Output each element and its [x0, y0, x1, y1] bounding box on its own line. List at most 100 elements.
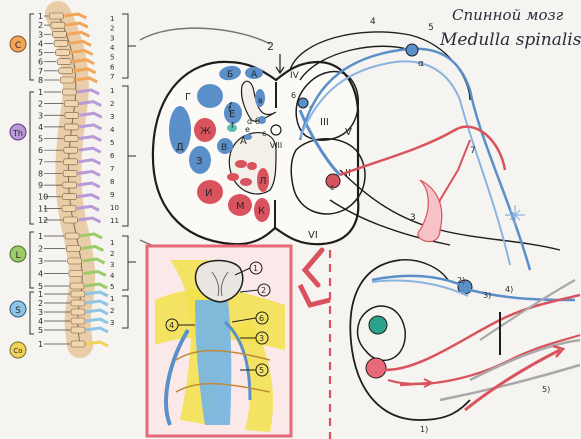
vertebra-body: [71, 341, 85, 347]
vertebra-body: [62, 205, 76, 211]
nerve-number: 4: [110, 126, 115, 134]
vertebra-number: 3: [38, 30, 43, 39]
segment-labels: C Th L S Co: [10, 14, 34, 358]
vertebra-number: 11: [38, 204, 48, 213]
vertebra-number: 12: [38, 216, 48, 225]
vertebra-body: [64, 217, 78, 223]
vertebra-body: [57, 59, 71, 65]
vertebra-body: [64, 136, 78, 142]
vertebra-body: [63, 159, 77, 165]
svg-text:7: 7: [470, 146, 476, 156]
vertebra-body: [54, 40, 68, 46]
svg-text:f: f: [231, 121, 234, 130]
label-v: V: [345, 127, 352, 138]
svg-text:6: 6: [259, 314, 264, 323]
cord-cross-section: Б А Г Е Д Ж З В А И М К Л f в б d e c f …: [153, 62, 358, 244]
vertebra-number: 1: [38, 340, 43, 349]
nerve-number: 8: [110, 178, 114, 186]
vertebra-number: 4: [38, 317, 43, 326]
svg-text:6: 6: [291, 91, 296, 100]
sensory-neuron-body: [406, 44, 418, 56]
vertebra-body: [66, 246, 80, 252]
thoracic-badge-label: Th: [12, 129, 23, 138]
svg-text:Г: Г: [185, 92, 191, 103]
vertebra-body: [64, 101, 78, 107]
nerve-number: 11: [110, 217, 119, 225]
vertebra-number: 5: [38, 135, 43, 144]
spinal-nerve: [78, 160, 100, 164]
svg-text:Д: Д: [176, 142, 184, 153]
vertebra-number: 6: [38, 146, 43, 155]
cervical-badge-label: C: [15, 41, 21, 51]
svg-text:В: В: [221, 143, 227, 153]
svg-text:К: К: [258, 206, 265, 217]
vertebra-number: 10: [38, 193, 48, 202]
vertebra-number: 4: [38, 39, 43, 48]
motor-neuron: [366, 358, 386, 378]
vertebra-body: [65, 112, 79, 118]
vertebral-column: [49, 13, 85, 347]
label-vi: VI: [308, 230, 318, 241]
svg-text:Ж: Ж: [200, 126, 211, 137]
nerve-number: 4: [110, 272, 115, 280]
svg-text:Л: Л: [259, 176, 267, 187]
vertebra-body: [56, 50, 70, 56]
nerve-number: 3: [110, 261, 114, 269]
nerve-number: 7: [110, 165, 114, 173]
vertebra-body: [71, 327, 85, 333]
nerve-number: 2: [110, 307, 114, 315]
vertebra-body: [64, 124, 78, 130]
nerve-number: 3: [110, 34, 114, 42]
vertebra-body: [49, 13, 63, 19]
vertebra-number: 2: [38, 299, 43, 308]
svg-text:2): 2): [457, 276, 465, 285]
svg-text:5): 5): [542, 385, 550, 394]
coccygeal-badge-label: Co: [13, 347, 22, 355]
vertebra-body: [62, 89, 76, 95]
nerve-number: 3: [110, 319, 114, 327]
vertebra-body: [69, 271, 83, 277]
vertebra-number: 1: [38, 88, 43, 97]
vertebra-body: [71, 309, 85, 315]
svg-text:5: 5: [259, 366, 264, 375]
vertebra-number: 2: [38, 21, 43, 30]
vertebra-number: 3: [38, 308, 43, 317]
nerve-number: 5: [110, 139, 114, 147]
vertebra-number: 4: [38, 123, 43, 132]
vertebra-number: 3: [38, 111, 43, 120]
vertebra-number: 7: [38, 67, 43, 76]
svg-text:f: f: [228, 105, 231, 114]
vertebra-body: [68, 258, 82, 264]
vertebra-body: [65, 233, 79, 239]
vertebra-number: 1: [38, 232, 43, 241]
title-latin: Medulla spinalis: [439, 30, 581, 50]
vertebra-number: 3: [38, 257, 43, 266]
nerve-number: 4: [110, 44, 115, 52]
svg-text:c: c: [330, 183, 334, 192]
nerve-number: 3: [110, 113, 114, 121]
lumbar-badge-label: L: [15, 251, 20, 261]
interneuron: [369, 316, 387, 334]
svg-text:З: З: [196, 156, 202, 167]
sacral-badge-label: S: [15, 306, 21, 316]
nerve-number: 5: [110, 54, 114, 62]
vertebra-body: [63, 170, 77, 176]
vertebra-number: 9: [38, 181, 43, 190]
vertebra-number: 5: [38, 49, 43, 58]
title-russian: Спинной мозг: [452, 6, 564, 24]
nerve-number: 2: [110, 250, 114, 258]
nerve-braces: [122, 14, 136, 328]
vertebra-body: [60, 77, 74, 83]
vertebra-body: [63, 182, 77, 188]
svg-text:И: И: [205, 188, 212, 199]
label-2: 2: [267, 40, 274, 53]
svg-text:б: б: [255, 117, 260, 126]
nerve-number: 6: [110, 152, 115, 160]
vertebra-number: 2: [38, 100, 43, 109]
svg-text:α: α: [418, 59, 424, 69]
nerve-number: 1: [110, 295, 114, 303]
vertebra-number: 8: [38, 76, 43, 85]
svg-text:1: 1: [253, 264, 258, 273]
svg-text:1): 1): [420, 425, 428, 434]
